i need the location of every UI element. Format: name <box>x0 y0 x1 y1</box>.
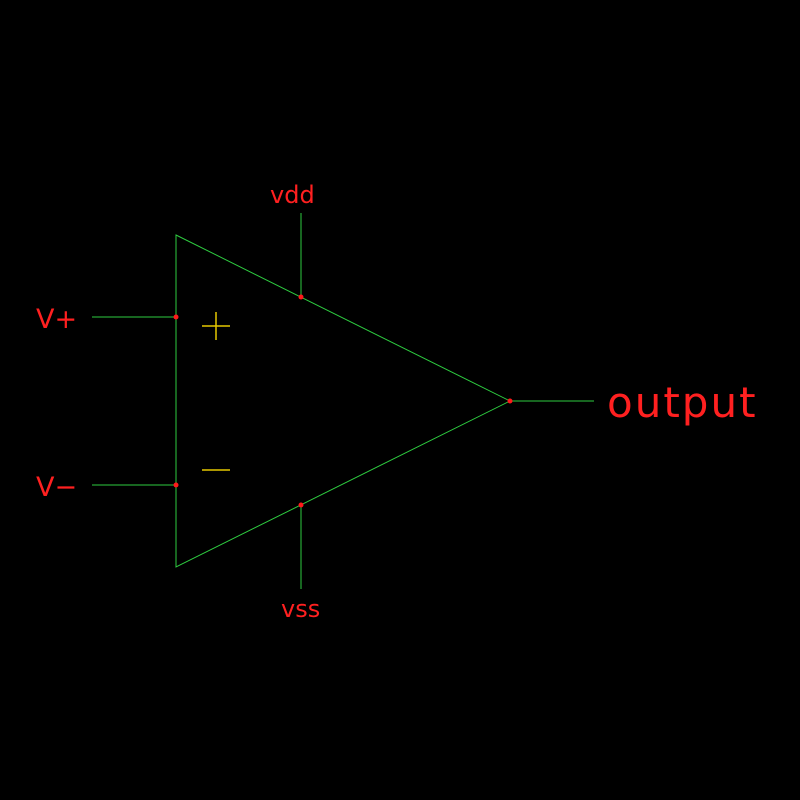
v-minus-label: V− <box>36 472 77 503</box>
vdd-label: vdd <box>270 181 315 209</box>
output-label: output <box>607 378 758 427</box>
plus-sign <box>202 312 230 340</box>
v-minus-pin-dot[interactable] <box>173 482 179 488</box>
opamp-body[interactable] <box>175 234 512 568</box>
output-pin-dot[interactable] <box>507 398 513 404</box>
v-plus-pin-dot[interactable] <box>173 314 179 320</box>
vss-label: vss <box>281 595 320 623</box>
vdd-pin-dot[interactable] <box>298 294 304 300</box>
vss-pin-dot[interactable] <box>298 502 304 508</box>
v-plus-label: V+ <box>36 304 77 335</box>
